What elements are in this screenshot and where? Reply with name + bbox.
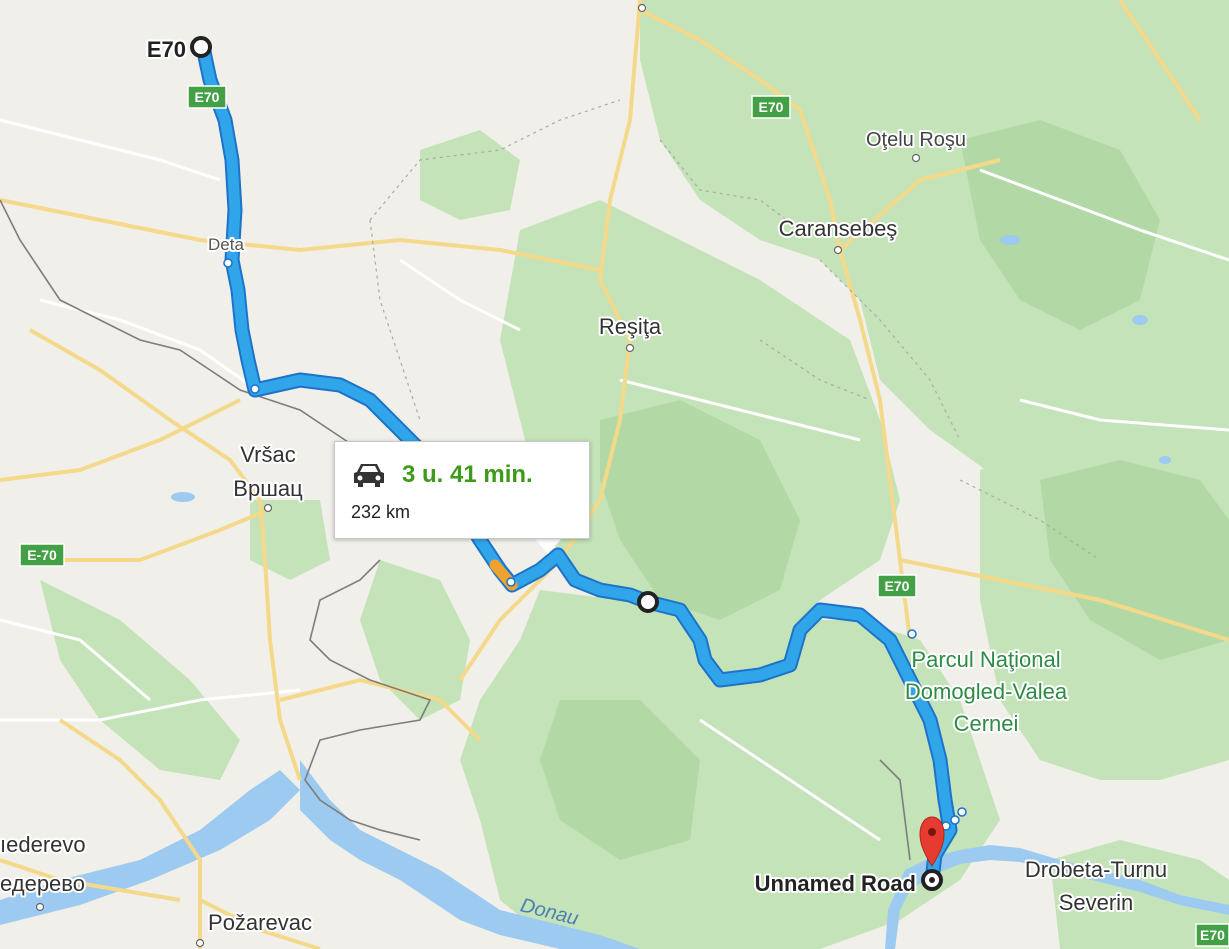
country-borders (0, 199, 911, 861)
label-smederevo-cyrillic: едерево (0, 871, 85, 896)
shield-e70-c: E70 (885, 578, 910, 594)
shield-e70-a: E70 (195, 89, 220, 105)
shield-e70-dash: E-70 (27, 547, 57, 563)
route-box-pointer (534, 538, 562, 554)
label-resita: Reşiţa (599, 314, 662, 339)
shield-e70-b: E70 (759, 99, 784, 115)
label-pozarevac: Požarevac (208, 910, 312, 935)
label-smederevo: ıederevo (0, 832, 86, 857)
label-end: Unnamed Road (755, 871, 916, 896)
label-vrsac-cyrillic: Вршац (233, 476, 303, 501)
destination-pin-icon (919, 816, 945, 867)
shield-e70-edge: E70 (1200, 927, 1225, 943)
road-shield: E70 (877, 574, 917, 598)
waypoint-dot (907, 629, 917, 639)
label-drobeta-1: Drobeta-Turnu (1025, 857, 1167, 882)
road-shield: E70 (1195, 923, 1229, 947)
town-dots (35, 3, 921, 948)
label-vrsac: Vršac (240, 442, 295, 467)
waypoint-dot (250, 384, 260, 394)
waypoint-dot (950, 815, 960, 825)
water-features (0, 235, 1229, 949)
label-caransebes: Caransebeş (779, 216, 898, 241)
label-otelu-rosu: Oţelu Roşu (866, 129, 966, 151)
waypoint-dot (957, 807, 967, 817)
route-start-marker (190, 36, 212, 58)
car-icon (354, 464, 384, 487)
route-distance: 232 km (351, 502, 411, 522)
label-park-2: Domogled-Valea (905, 679, 1068, 704)
label-start: E70 (147, 37, 186, 62)
waypoint-dot (223, 258, 233, 268)
label-deta: Deta (208, 235, 244, 254)
forest-dark-areas (540, 120, 1229, 860)
road-shield: E70 (187, 85, 227, 109)
route-duration: 3 u. 41 min. (402, 461, 533, 488)
route-waypoints (223, 258, 967, 831)
route-via-marker (637, 591, 659, 613)
county-borders (369, 99, 1101, 561)
road-shield: E70 (751, 95, 791, 119)
label-drobeta-2: Severin (1059, 890, 1134, 915)
waypoint-dot (506, 577, 516, 587)
label-park-1: Parcul Naţional (911, 647, 1060, 672)
route-info-box[interactable]: 3 u. 41 min. 232 km (334, 441, 590, 539)
road-shield: E-70 (19, 543, 65, 567)
label-park-3: Cernei (954, 711, 1019, 736)
